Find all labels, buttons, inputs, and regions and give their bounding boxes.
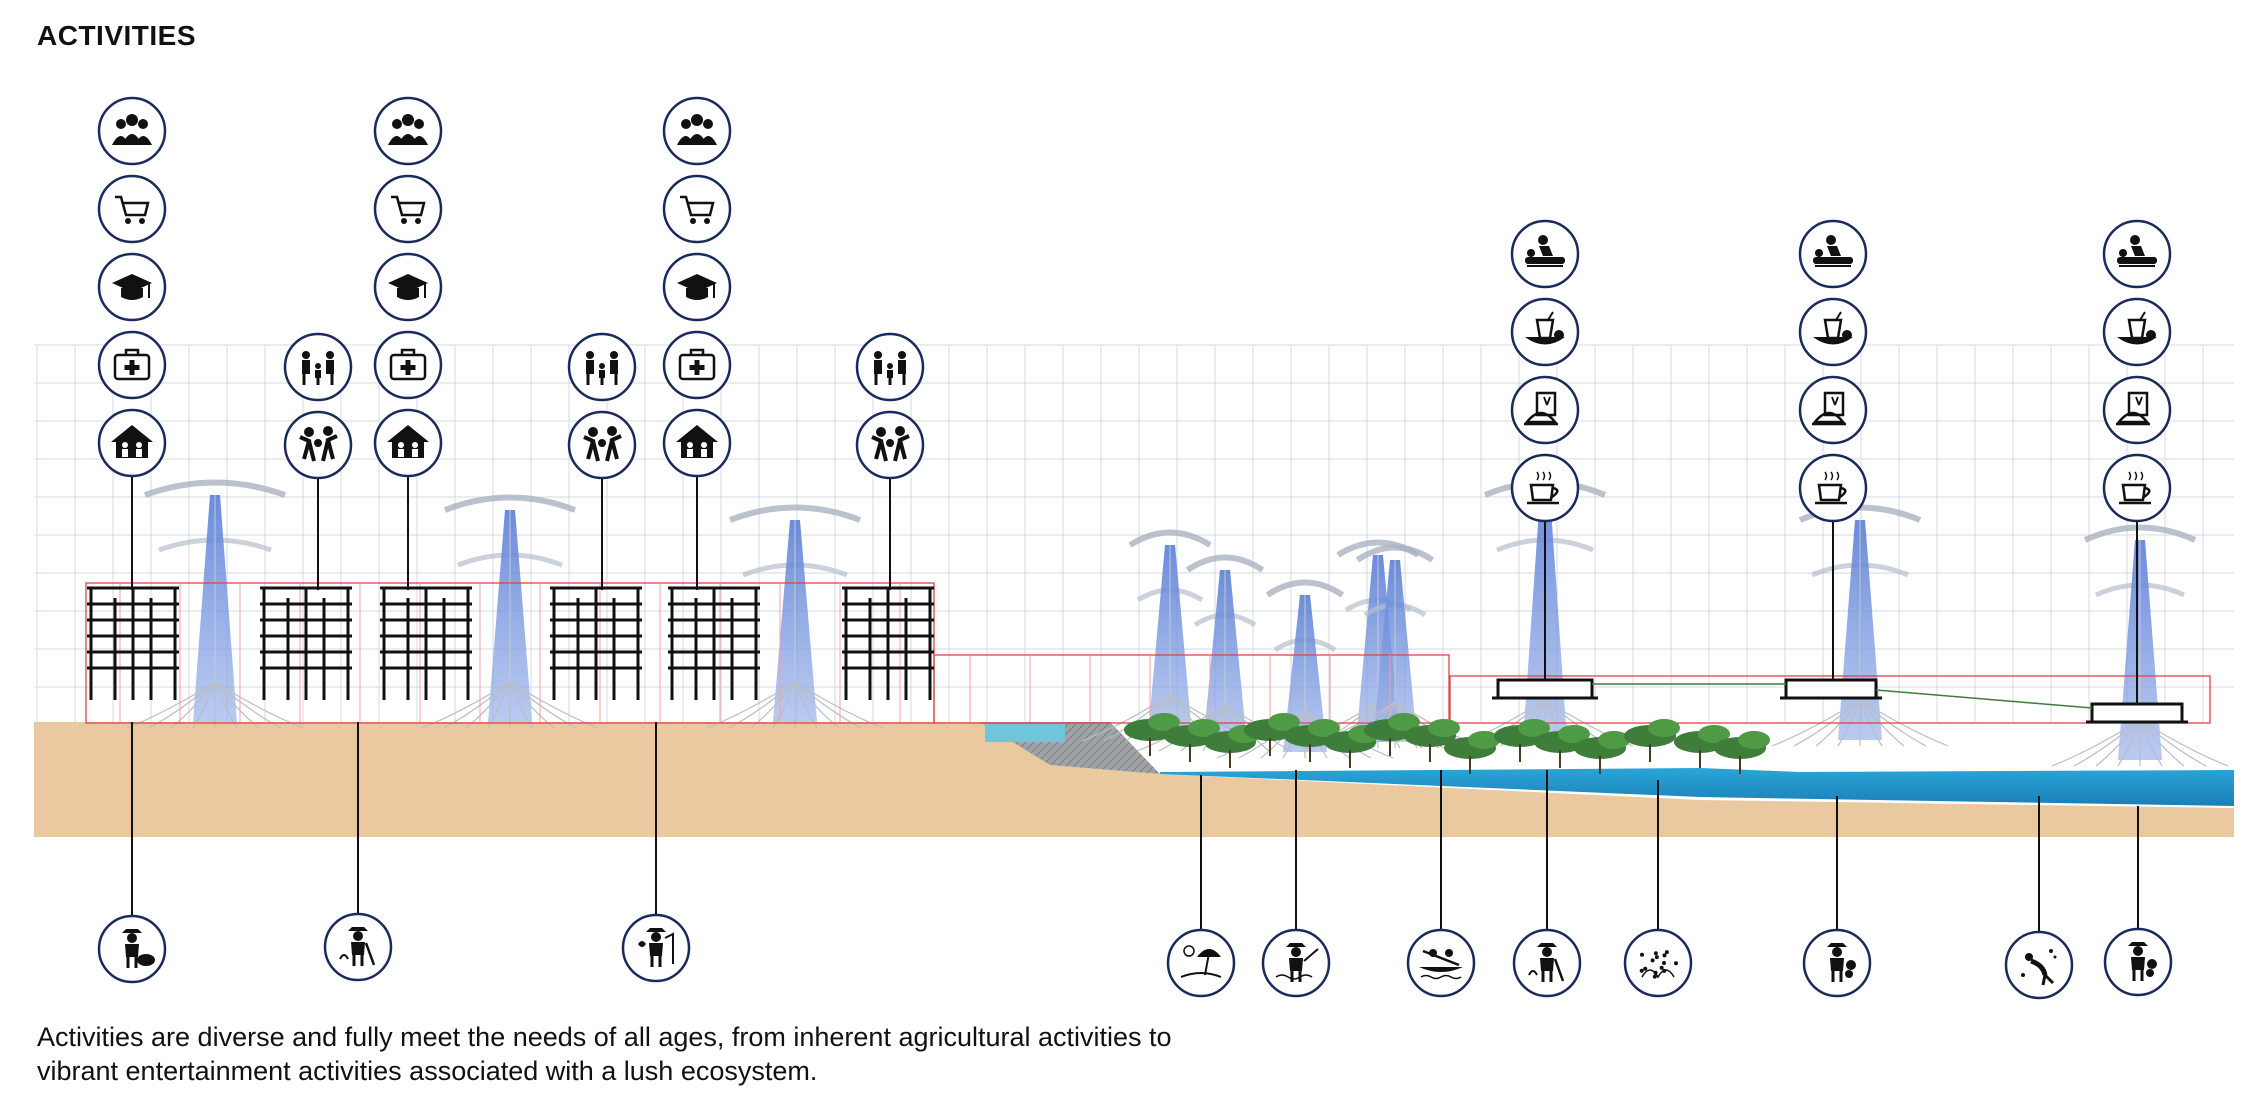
medical-kit-icon [373,330,443,400]
page-title: ACTIVITIES [37,20,197,51]
supertree [1771,504,1949,747]
shelter-icon [662,408,732,478]
farmer-harvest-icon [621,913,691,983]
building-group [85,582,2211,724]
mangrove-tree [1324,725,1380,768]
graduation-cap-icon [97,252,167,322]
mangrove-tree [1124,713,1180,756]
medical-kit-icon [97,330,167,400]
ground-section [34,722,2234,837]
mangrove-tree [1164,719,1220,762]
fisherman-icon [1261,928,1331,998]
beach-umbrella-icon [1166,928,1236,998]
coffee-cup-icon [1510,453,1580,523]
community-icon [662,96,732,166]
fruit-drink-icon [1798,297,1868,367]
kayaking-icon [1406,928,1476,998]
farmer-pig-icon [97,914,167,984]
background-grid [34,344,2234,722]
mangrove-tree [1714,731,1770,774]
fruit-drink-icon [1510,297,1580,367]
farmer-planting-icon [323,912,393,982]
mangrove-tree [1444,731,1500,774]
connector-lines [131,476,2139,932]
family-icon [855,332,925,402]
family-icon [567,332,637,402]
restaurant-menu-icon [1798,375,1868,445]
mangrove-tree [1364,713,1420,756]
supertree [126,479,304,729]
shelter-icon [373,408,443,478]
mangrove-foliage [1124,713,1770,774]
mangrove-tree [1404,719,1460,762]
mangrove-tree [1674,725,1730,768]
shopping-cart-icon [97,174,167,244]
coffee-cup-icon [2102,453,2172,523]
water-body [1160,768,2234,806]
children-playing-icon [567,410,637,480]
massage-icon [1798,219,1868,289]
mangrove-tree [1624,719,1680,762]
tree-platform [1780,678,1882,700]
tree-platform [2086,702,2188,724]
family-icon [283,332,353,402]
mangrove-tree [1244,713,1300,756]
mangrove-tree [1534,725,1590,768]
coral-reef-icon [1623,928,1693,998]
restaurant-menu-icon [2102,375,2172,445]
graduation-cap-icon [373,252,443,322]
supertree [706,504,884,729]
graduation-cap-icon [662,252,732,322]
restaurant-menu-icon [1510,375,1580,445]
medical-kit-icon [662,330,732,400]
community-icon [373,96,443,166]
residential-block [842,586,934,700]
community-icon [97,96,167,166]
children-playing-icon [283,410,353,480]
caption-text: Activities are diverse and fully meet th… [37,1022,1172,1086]
fruit-picker-icon [1802,928,1872,998]
residential-block [260,586,352,700]
activity-icons [97,96,2173,1000]
platform-group [1492,678,2188,724]
shelter-icon [97,408,167,478]
pool [985,724,1065,742]
massage-icon [2102,219,2172,289]
fruit-drink-icon [2102,297,2172,367]
supertree [2051,524,2229,767]
residential-block [550,586,642,700]
shopping-cart-icon [662,174,732,244]
children-playing-icon [855,410,925,480]
mangrove-tree [1494,719,1550,762]
residential-block [380,586,472,700]
coffee-cup-icon [1798,453,1868,523]
residential-block [668,586,760,700]
red-frame-waterfront [1449,675,2211,724]
mangrove-tree [1284,719,1340,762]
shopping-cart-icon [373,174,443,244]
tree-platform [1492,678,1598,700]
fruit-farmer-icon [2103,927,2173,997]
supertree [421,494,599,729]
massage-icon [1510,219,1580,289]
gardener-icon [1512,928,1582,998]
mangrove-tree [1574,731,1630,774]
residential-block [87,586,179,700]
diving-icon [2004,930,2074,1000]
